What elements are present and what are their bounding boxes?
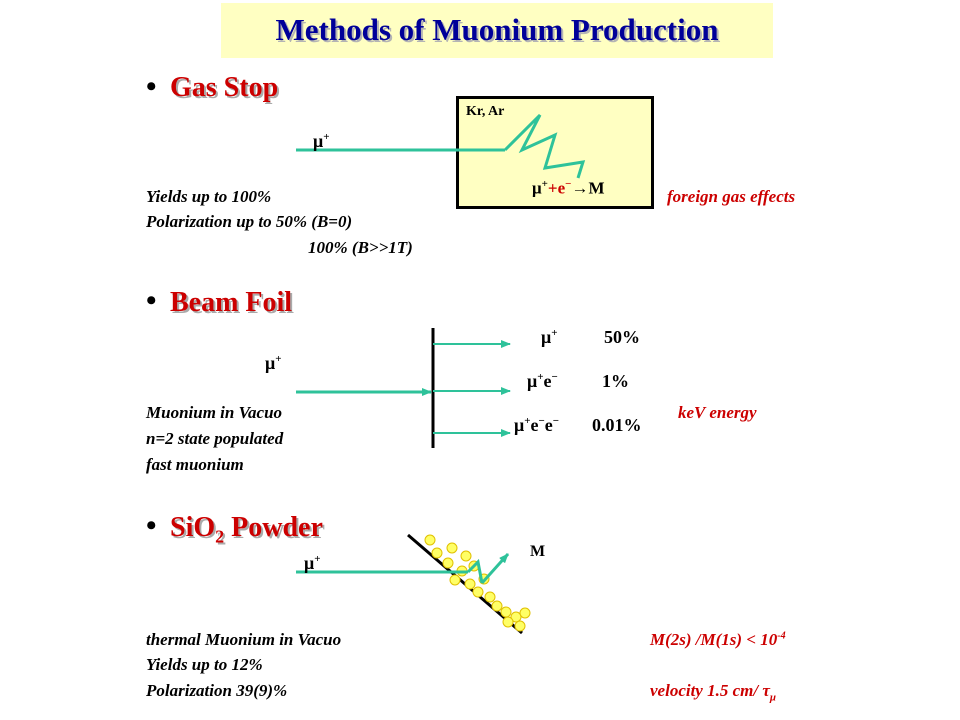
gas-chamber-box — [456, 96, 654, 209]
gas-stop-bullet: • — [146, 70, 157, 103]
sio2-heading: SiO2 Powder — [170, 512, 323, 547]
gas-stop-mu-label: μ+ — [313, 131, 330, 151]
gas-stop-yields: Yields up to 100% — [146, 187, 272, 206]
beam-foil-output-3-value: 0.01% — [592, 415, 642, 435]
beam-foil-line-1: Muonium in Vacuo — [146, 403, 283, 422]
gas-stop-reaction: μ++e−→M — [532, 178, 605, 198]
beam-foil-bullet: • — [146, 284, 157, 317]
sio2-product-label: M — [530, 543, 546, 560]
gas-stop-side-note: foreign gas effects — [667, 187, 796, 206]
beam-foil-heading: Beam Foil — [170, 287, 293, 318]
beam-foil-output-3: μ+e−e− — [514, 415, 560, 435]
gas-stop-polarization-high-field: 100% (B>>1T) — [308, 238, 413, 257]
slide-title: Methods of Muonium Production — [275, 12, 719, 47]
gas-stop-track — [503, 113, 586, 179]
beam-foil-output-1: μ+ — [541, 327, 558, 347]
beam-foil-line-2: n=2 state populated — [146, 429, 284, 448]
beam-foil-side-note: keV energy — [678, 403, 757, 422]
title-background — [221, 3, 773, 58]
sio2-ratio-note: M(2s) /M(1s) < 10-4 — [650, 630, 786, 649]
beam-foil-output-1-value: 50% — [604, 327, 640, 347]
gas-stop-polarization: Polarization up to 50% (B=0) — [146, 212, 353, 231]
gas-label: Kr, Ar — [466, 104, 505, 119]
sio2-powder-grains — [424, 534, 531, 632]
sio2-mu-label: μ+ — [304, 553, 321, 573]
sio2-line-3: Polarization 39(9)% — [146, 681, 288, 700]
sio2-track — [466, 558, 484, 584]
beam-foil-line-3: fast muonium — [146, 455, 244, 474]
sio2-line-2: Yields up to 12% — [146, 655, 263, 674]
beam-foil-output-2-value: 1% — [602, 371, 629, 391]
gas-stop-heading: Gas Stop — [170, 72, 279, 103]
sio2-line-1: thermal Muonium in Vacuo — [146, 630, 342, 649]
sio2-bullet: • — [146, 509, 157, 542]
sio2-emission-arrow — [480, 552, 510, 585]
sio2-velocity-note: velocity 1.5 cm/ τμ — [650, 681, 777, 704]
beam-foil-output-2: μ+e− — [527, 371, 558, 391]
beam-foil-mu-label: μ+ — [265, 353, 282, 373]
